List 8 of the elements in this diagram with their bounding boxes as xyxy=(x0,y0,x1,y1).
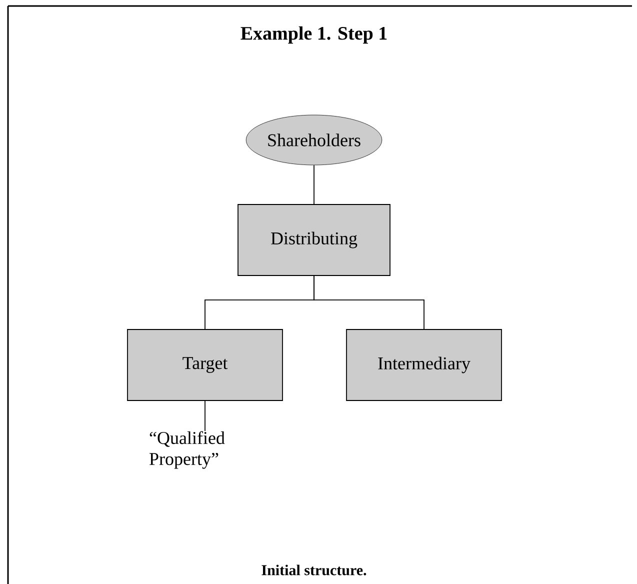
entity-box: Distributing xyxy=(238,204,390,276)
caption: Initial structure. xyxy=(262,564,366,576)
node-text: “Qualified Property” xyxy=(150,431,225,469)
connector-line xyxy=(314,276,424,330)
entity-box: Intermediary xyxy=(346,329,502,401)
entity-box: Target xyxy=(127,329,283,401)
connector-line xyxy=(204,400,206,432)
title: Example 1. Step 1 xyxy=(240,26,387,44)
